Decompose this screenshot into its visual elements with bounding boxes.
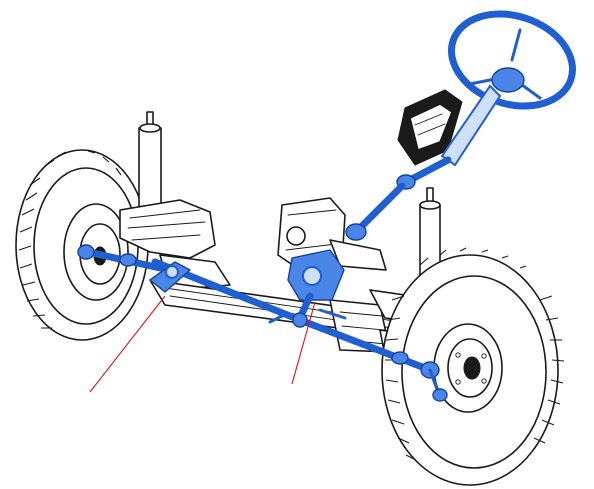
right-tire-tread: [385, 247, 565, 461]
right-hub-cap: [463, 356, 481, 380]
right-wheel: [381, 247, 565, 486]
right-steering-arm: [428, 368, 440, 394]
steering-system: [77, 10, 577, 402]
steering-wheel-hub: [491, 67, 525, 93]
universal-joint-lower: [345, 223, 367, 241]
right-tire-sidewall: [401, 275, 547, 469]
steering-box-sector: [302, 266, 322, 286]
right-knuckle-joint: [432, 388, 448, 402]
gearbox-mount: [329, 239, 387, 271]
steering-shaft-upper: [406, 156, 452, 184]
left-tie-rod-adjuster: [119, 253, 137, 267]
gearbox-bolt: [286, 226, 306, 246]
right-track-rod: [296, 316, 434, 374]
left-tie-rod-end: [77, 244, 95, 260]
right-hub: [447, 338, 493, 398]
idler-pivot: [165, 265, 179, 279]
leader-line-2: [291, 301, 316, 385]
steering-wheel-rim: [447, 10, 577, 110]
left-wheel: [15, 149, 149, 341]
leader-line-1: [89, 295, 166, 393]
center-ball-joint: [292, 312, 308, 328]
left-brake-drum: [63, 203, 129, 301]
left-spindle-bracket: [119, 199, 216, 259]
leader-lines: [89, 295, 316, 393]
relay-links: [268, 308, 347, 324]
left-shock-top: [139, 123, 161, 133]
steering-shaft-lower: [356, 182, 406, 232]
right-shock-top: [419, 200, 441, 210]
right-tie-rod-adjuster: [391, 351, 409, 365]
column-bracket-window: [409, 103, 453, 151]
steering-column-tube: [440, 84, 502, 167]
left-tire-tread: [18, 149, 122, 329]
